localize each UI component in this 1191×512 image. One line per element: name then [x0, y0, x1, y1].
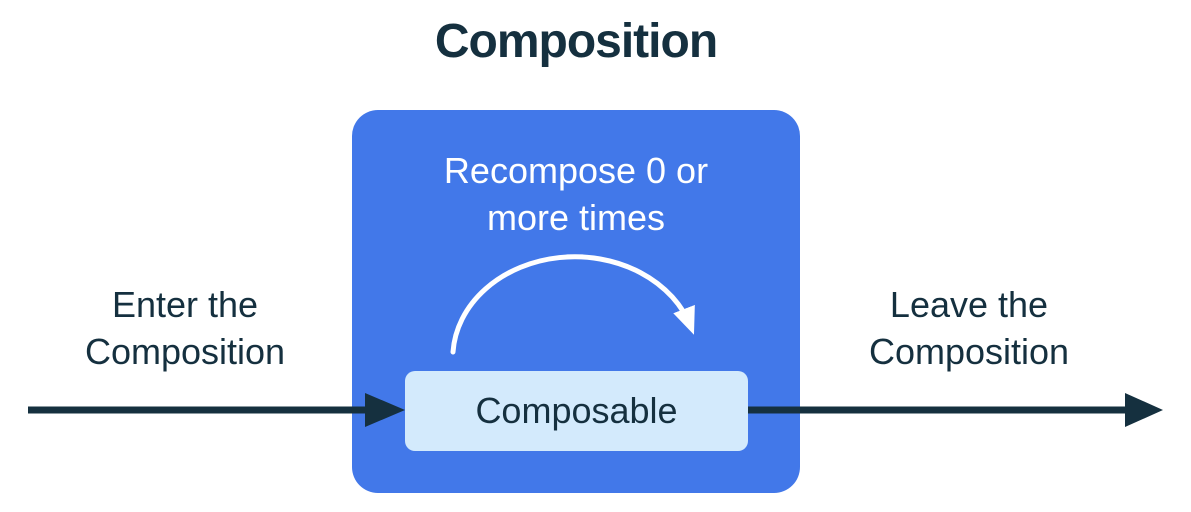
composable-box: Composable [405, 371, 748, 451]
page-title: Composition [434, 15, 718, 68]
leave-label: Leave the Composition [868, 284, 1070, 372]
composition-box: Recompose 0 or more times Composable [352, 110, 800, 493]
enter-arrow-icon [28, 393, 405, 427]
composable-label: Composable [475, 390, 678, 431]
recompose-label: Recompose 0 or more times [443, 150, 709, 238]
enter-label: Enter the Composition [84, 284, 286, 372]
leave-arrow-icon [748, 393, 1163, 427]
